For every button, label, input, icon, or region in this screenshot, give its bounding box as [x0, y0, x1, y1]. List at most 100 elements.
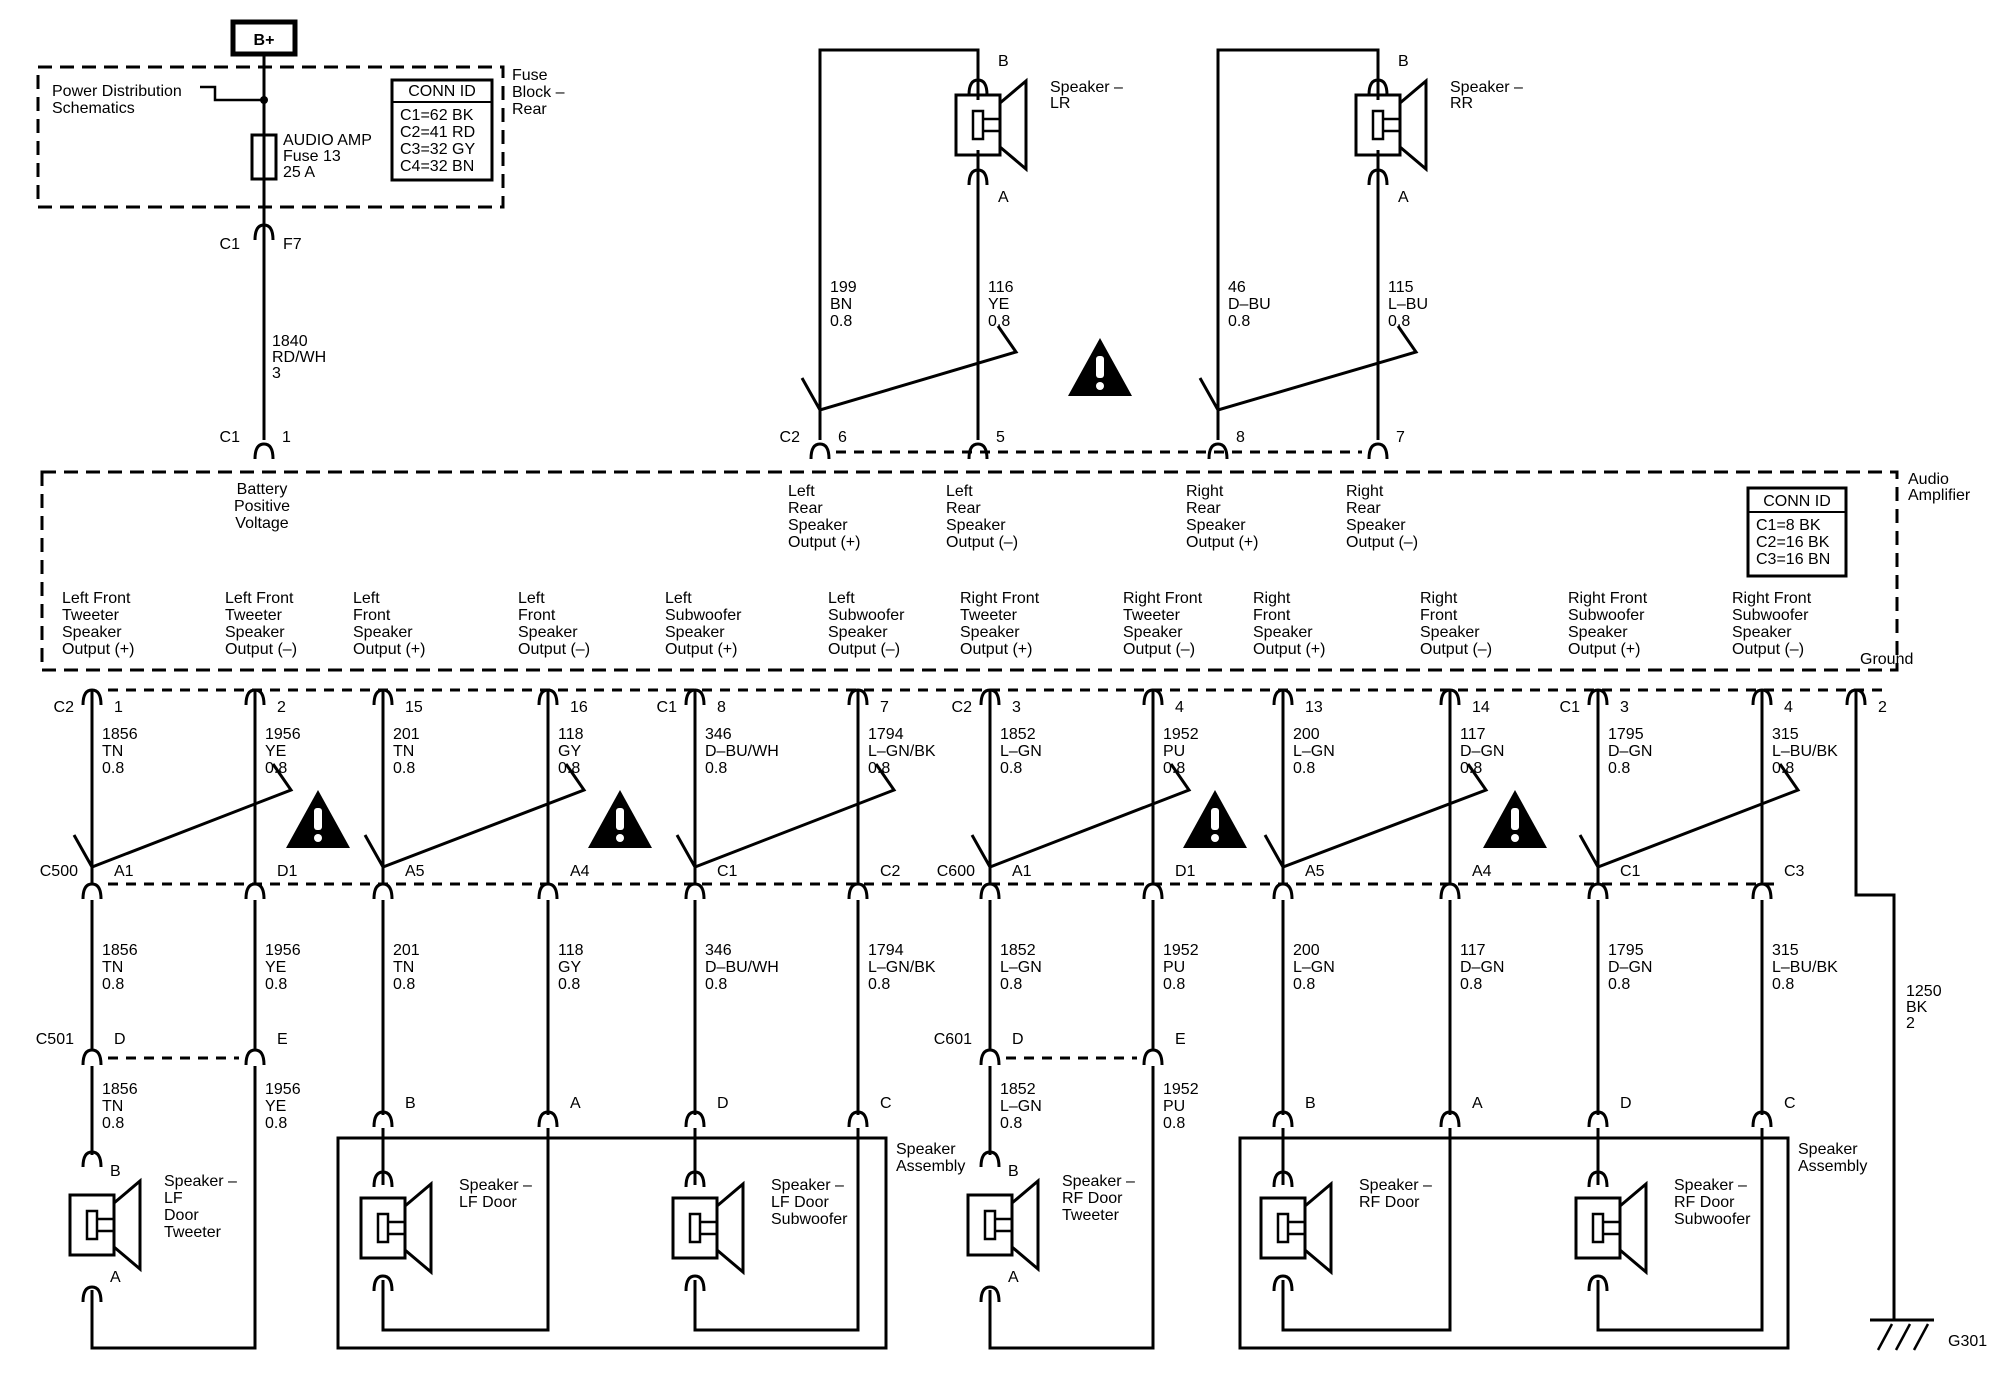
- mid-pin-label: C2: [880, 863, 901, 880]
- output-label: Right: [1253, 590, 1291, 607]
- connector-cavity: [967, 168, 989, 186]
- mid-pin-label: A1: [114, 863, 134, 880]
- rear-speaker-wire-plus: [818, 48, 980, 440]
- assembly-pin-label: B: [1305, 1095, 1316, 1112]
- pin-a-label: A: [998, 189, 1009, 206]
- connector-cavity: [979, 1285, 1001, 1303]
- wire-label: 1795: [1608, 726, 1644, 743]
- connector-cavity: [847, 1110, 869, 1128]
- conn-id-entry: C4=32 BN: [400, 158, 474, 175]
- wire-label: 0.8: [393, 976, 415, 993]
- speaker-name-label: Speaker –: [459, 1177, 532, 1194]
- wire-label: 1856: [102, 726, 138, 743]
- warning-exclamation-dot: [314, 834, 322, 842]
- amp-conn-id-entry: C2=16 BK: [1756, 534, 1830, 551]
- wire-label: L–BU: [1388, 296, 1428, 313]
- pin-label: E: [277, 1031, 288, 1048]
- tweeter-name-label: Door: [164, 1207, 199, 1224]
- wire-label: TN: [102, 1098, 123, 1115]
- speaker-name-label: Subwoofer: [771, 1211, 848, 1228]
- output-label: Right Front: [1123, 590, 1203, 607]
- amp-connector-label: C1: [1560, 699, 1581, 716]
- conn-id-entry: C3=32 GY: [400, 141, 475, 158]
- connector-cavity: [1587, 882, 1609, 900]
- amp-pin-label: 13: [1305, 699, 1323, 716]
- wire-label: 201: [393, 942, 420, 959]
- wire-1840-label: 1840: [272, 333, 308, 350]
- c1-amp-label: C1: [220, 429, 241, 446]
- wire-label: 46: [1228, 279, 1246, 296]
- wire-label: 0.8: [1608, 976, 1630, 993]
- warning-exclamation-dot: [1211, 834, 1219, 842]
- output-label: Speaker: [1123, 624, 1183, 641]
- output-label: Output (+): [353, 641, 425, 658]
- assembly-pin-label: A: [1472, 1095, 1483, 1112]
- assembly-pin-label: C: [880, 1095, 892, 1112]
- speaker-name-label: RF Door: [1674, 1194, 1735, 1211]
- wire-label: 0.8: [1163, 976, 1185, 993]
- connector-cavity: [81, 1285, 103, 1303]
- tweeter-name-label: Tweeter: [164, 1224, 222, 1241]
- wire-label: 0.8: [102, 760, 124, 777]
- amp-pin-label: 16: [570, 699, 588, 716]
- fuse-block-label: Fuse: [512, 67, 548, 84]
- speaker-lf-door: [359, 1180, 433, 1276]
- output-label: Left: [665, 590, 692, 607]
- output-label: Speaker: [1253, 624, 1313, 641]
- mid-pin-label: A4: [1472, 863, 1492, 880]
- rear-speaker-wire-plus: [1216, 48, 1380, 440]
- connector-cavity: [1367, 78, 1389, 96]
- mid-pin-label: A4: [570, 863, 590, 880]
- wire-label: GY: [558, 743, 581, 760]
- wire-break-symbol: [72, 763, 294, 869]
- conn-id-title: CONN ID: [408, 83, 476, 100]
- speaker-assembly-label: Speaker: [896, 1141, 956, 1158]
- wire-label: 0.8: [1000, 1115, 1022, 1132]
- output-label: Output (–): [225, 641, 297, 658]
- wire-label: D–GN: [1608, 959, 1652, 976]
- wire-label: L–GN: [1293, 743, 1335, 760]
- rear-output-label: Output (–): [946, 534, 1018, 551]
- rear-speaker-name: Speaker –: [1050, 79, 1123, 96]
- wire-label: L–BU/BK: [1772, 959, 1838, 976]
- connector-cavity: [1272, 1110, 1294, 1128]
- wire-label: 1952: [1163, 726, 1199, 743]
- ground-hatch: [1876, 1323, 1894, 1351]
- output-label: Speaker: [1732, 624, 1792, 641]
- wire-label: TN: [393, 959, 414, 976]
- wire-label: 0.8: [558, 976, 580, 993]
- pin-1-label: 1: [282, 429, 291, 446]
- wire-label: TN: [102, 959, 123, 976]
- wire-label: 0.8: [1163, 1115, 1185, 1132]
- pin-f7-label: F7: [283, 236, 302, 253]
- output-label: Speaker: [960, 624, 1020, 641]
- rear-output-label: Left: [946, 483, 973, 500]
- wire-break-symbol: [970, 763, 1192, 869]
- wire-label: 118: [558, 726, 584, 743]
- pin-label: 8: [1236, 429, 1245, 446]
- connector-cavity: [244, 1048, 266, 1066]
- output-label: Output (–): [1420, 641, 1492, 658]
- connector-cavity: [537, 882, 559, 900]
- power-distribution-label: Power Distribution: [52, 83, 182, 100]
- pin-label: E: [1175, 1031, 1186, 1048]
- speaker-return-wire: [1281, 1128, 1452, 1332]
- mid-pin-label: C3: [1784, 863, 1805, 880]
- wire-label: 0.8: [868, 976, 890, 993]
- pin-label: 5: [996, 429, 1005, 446]
- fuse-block-label: Block –: [512, 84, 565, 101]
- wire-label: 0.8: [1388, 313, 1410, 330]
- wire-break-symbol: [1263, 763, 1489, 869]
- amp-pin-label: 1: [114, 699, 123, 716]
- wire-1840-label: RD/WH: [272, 349, 326, 366]
- connector-cavity: [979, 1048, 1001, 1066]
- speaker-lf-door-subwoofer: [671, 1180, 745, 1276]
- ground-wire-label: 1250: [1906, 983, 1942, 1000]
- speaker-assembly-label: Assembly: [1798, 1158, 1867, 1175]
- output-label: Right: [1420, 590, 1458, 607]
- pin-b-label: B: [110, 1163, 121, 1180]
- speaker-rf-door: [1259, 1180, 1333, 1276]
- wire-label: 0.8: [705, 976, 727, 993]
- mid-pin-label: A5: [1305, 863, 1325, 880]
- wire-label: 315: [1772, 726, 1799, 743]
